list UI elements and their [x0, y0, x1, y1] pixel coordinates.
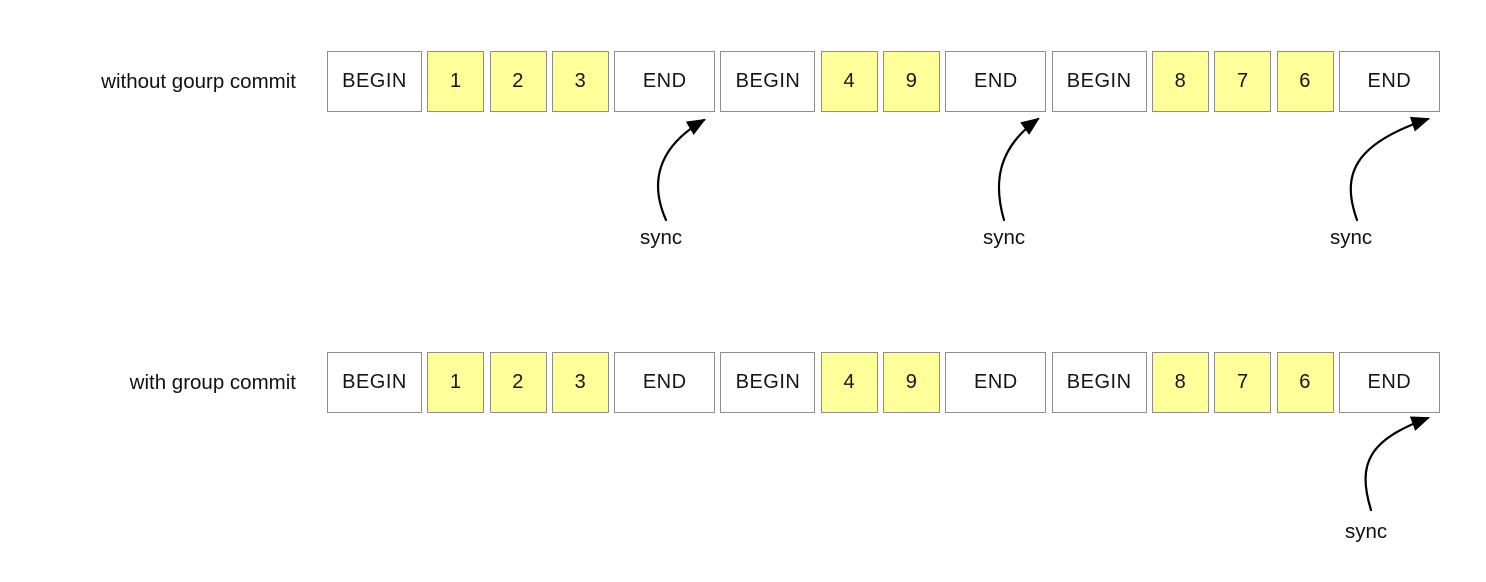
cell-end: END: [945, 51, 1047, 112]
cell-op: 7: [1214, 352, 1272, 413]
cell-end: END: [945, 352, 1047, 413]
sync-arrow-4: [1364, 416, 1431, 512]
cell-end: END: [1338, 352, 1440, 413]
sync-label: sync: [983, 226, 1026, 249]
cell-op: 6: [1276, 352, 1334, 413]
cell-op: 3: [551, 352, 609, 413]
cell-op: 1: [427, 51, 485, 112]
cell-op: 8: [1151, 51, 1209, 112]
cell-end: END: [614, 352, 716, 413]
sync-arrow-2: [997, 117, 1040, 222]
cell-begin: BEGIN: [1051, 352, 1147, 413]
cell-begin: BEGIN: [720, 51, 816, 112]
row-label-without-group-commit: without gourp commit: [101, 70, 296, 93]
cell-op: 2: [489, 352, 547, 413]
cell-end: END: [614, 51, 716, 112]
row-label-with-group-commit: with group commit: [129, 371, 296, 394]
sync-arrow-1: [656, 118, 706, 222]
cell-begin: BEGIN: [327, 352, 422, 413]
cell-op: 4: [820, 352, 878, 413]
cell-op: 9: [883, 51, 941, 112]
cell-begin: BEGIN: [720, 352, 816, 413]
cell-op: 6: [1276, 51, 1334, 112]
sync-label: sync: [1330, 226, 1373, 249]
sync-label: sync: [640, 226, 683, 249]
cell-end: END: [1338, 51, 1440, 112]
sync-arrow-3: [1349, 116, 1431, 222]
cell-begin: BEGIN: [327, 51, 422, 112]
sync-label: sync: [1345, 520, 1388, 543]
cell-begin: BEGIN: [1051, 51, 1147, 112]
cell-op: 8: [1151, 352, 1209, 413]
cell-op: 3: [551, 51, 609, 112]
cell-op: 7: [1214, 51, 1272, 112]
cell-op: 4: [820, 51, 878, 112]
timeline-without-group-commit: BEGIN 1 2 3 END BEGIN 4 9 END BEGIN 8 7 …: [327, 51, 1440, 112]
timeline-with-group-commit: BEGIN 1 2 3 END BEGIN 4 9 END BEGIN 8 7 …: [327, 352, 1440, 413]
cell-op: 1: [427, 352, 485, 413]
cell-op: 9: [883, 352, 941, 413]
cell-op: 2: [489, 51, 547, 112]
